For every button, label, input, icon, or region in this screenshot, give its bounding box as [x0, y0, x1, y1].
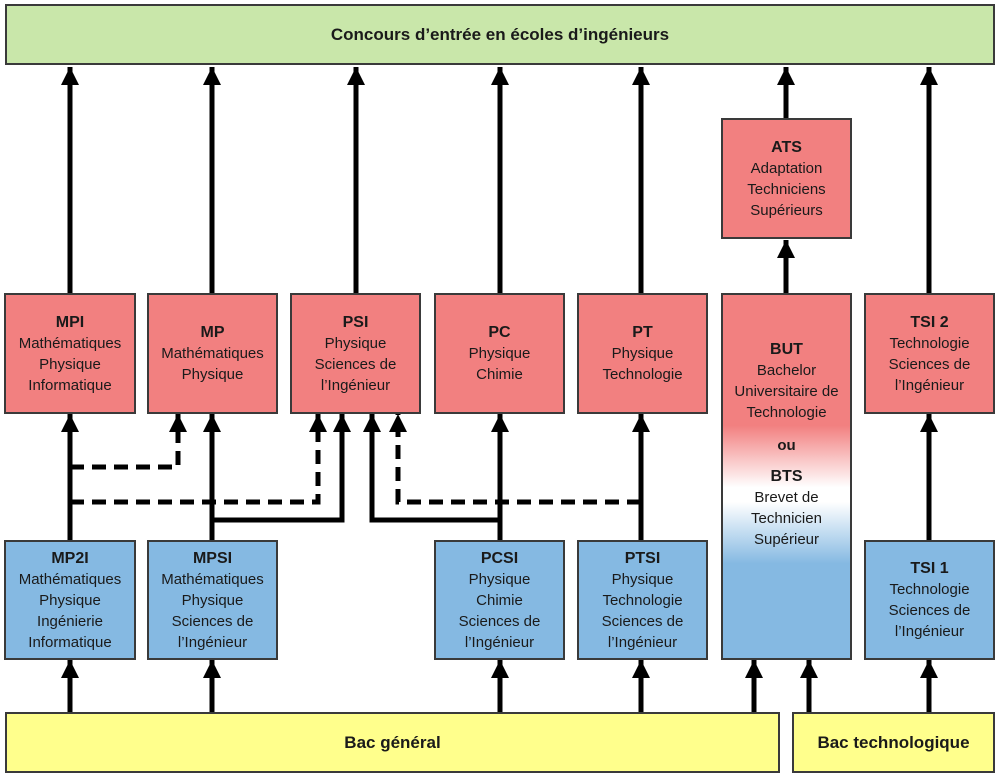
psi-line: Physique: [324, 334, 387, 352]
bts-line: Supérieur: [753, 531, 820, 548]
but-title: BUT: [770, 341, 803, 358]
arrow-mpsi-to-psi: [212, 414, 351, 523]
mp-line: Physique: [181, 366, 244, 383]
dashed-ptsi-to-psi: [389, 414, 641, 505]
mp-line: Mathématiques: [161, 345, 264, 362]
pcsi-line: l’Ingénieur: [464, 633, 535, 651]
ats-line: Supérieurs: [750, 201, 823, 219]
mpi-line: Physique: [39, 355, 101, 373]
but-line: Bachelor: [756, 362, 817, 379]
tsi2-line: Sciences de: [888, 355, 971, 373]
tsi2-line: Technologie: [889, 334, 970, 352]
pc-title: PC: [488, 324, 511, 341]
bts-line: Brevet de: [754, 489, 819, 506]
tsi1-line: Sciences de: [888, 602, 971, 619]
arrow-pcsi-to-psi: [363, 414, 500, 523]
bac-techno-banner: Bac technologique: [792, 712, 995, 773]
mpsi-line: Physique: [181, 591, 244, 609]
box-mp2i: MP2I Mathématiques Physique Ingénierie I…: [4, 540, 136, 660]
box-mpi: MPI Mathématiques Physique Informatique: [4, 293, 136, 414]
ats-line: Adaptation: [750, 159, 823, 177]
box-ats: ATS Adaptation Techniciens Supérieurs: [721, 118, 852, 239]
tsi2-title: TSI 2: [910, 313, 949, 331]
pcsi-line: Physique: [468, 570, 531, 588]
ptsi-title: PTSI: [624, 549, 661, 567]
or-label: ou: [777, 437, 796, 454]
psi-line: Sciences de: [314, 355, 397, 373]
tsi1-line: Technologie: [889, 581, 970, 598]
box-mp: MP Mathématiques Physique: [147, 293, 278, 414]
but-line: Universitaire de: [734, 383, 839, 400]
box-psi: PSI Physique Sciences de l’Ingénieur: [290, 293, 421, 414]
bts-title: BTS: [770, 468, 803, 485]
mp2i-title: MP2I: [51, 549, 89, 567]
bac-general-banner: Bac général: [5, 712, 780, 773]
ptsi-line: Physique: [611, 570, 674, 588]
ptsi-line: l’Ingénieur: [607, 633, 678, 651]
bac-general-label: Bac général: [344, 732, 441, 752]
psi-title: PSI: [342, 313, 369, 331]
box-pt: PT Physique Technologie: [577, 293, 708, 414]
pcsi-title: PCSI: [480, 549, 519, 567]
mpsi-title: MPSI: [192, 549, 233, 567]
bac-techno-label: Bac technologique: [817, 732, 970, 752]
bts-line: Technicien: [751, 510, 822, 527]
mpsi-line: Sciences de: [171, 612, 254, 630]
ats-line: Techniciens: [747, 180, 826, 198]
mpsi-line: l’Ingénieur: [177, 633, 248, 651]
pt-line: Physique: [611, 345, 674, 362]
box-ptsi: PTSI Physique Technologie Sciences de l’…: [577, 540, 708, 660]
box-tsi2: TSI 2 Technologie Sciences de l’Ingénieu…: [864, 293, 995, 414]
mpi-line: Informatique: [28, 376, 112, 394]
dashed-mp2i-to-psi: [70, 414, 327, 505]
box-but-bts: BUT Bachelor Universitaire de Technologi…: [721, 293, 852, 660]
pc-line: Chimie: [476, 366, 523, 383]
concours-banner: Concours d’entrée en écoles d’ingénieurs: [5, 4, 995, 65]
pt-line: Technologie: [602, 366, 683, 383]
box-pc: PC Physique Chimie: [434, 293, 565, 414]
mp2i-line: Informatique: [28, 633, 112, 651]
tsi1-line: l’Ingénieur: [894, 623, 965, 640]
mp2i-line: Physique: [39, 591, 101, 609]
mpsi-line: Mathématiques: [161, 570, 264, 588]
psi-line: l’Ingénieur: [320, 376, 391, 394]
mp2i-line: Ingénierie: [37, 612, 103, 630]
box-tsi1: TSI 1 Technologie Sciences de l’Ingénieu…: [864, 540, 995, 660]
pcsi-line: Chimie: [476, 591, 523, 609]
mp-title: MP: [200, 324, 225, 341]
but-line: Technologie: [746, 404, 827, 421]
concours-label: Concours d’entrée en écoles d’ingénieurs: [330, 24, 670, 44]
ptsi-line: Technologie: [602, 591, 683, 609]
box-mpsi: MPSI Mathématiques Physique Sciences de …: [147, 540, 278, 660]
mpi-title: MPI: [55, 313, 85, 331]
pc-line: Physique: [468, 345, 531, 362]
dashed-mp2i-to-mp: [70, 414, 187, 470]
mp2i-line: Mathématiques: [18, 570, 122, 588]
pcsi-line: Sciences de: [458, 612, 541, 630]
mpi-line: Mathématiques: [18, 334, 122, 352]
tsi2-line: l’Ingénieur: [894, 376, 965, 394]
ptsi-line: Sciences de: [601, 612, 684, 630]
tsi1-title: TSI 1: [910, 560, 949, 577]
box-pcsi: PCSI Physique Chimie Sciences de l’Ingén…: [434, 540, 565, 660]
pt-title: PT: [632, 324, 653, 341]
ats-title: ATS: [771, 138, 802, 156]
